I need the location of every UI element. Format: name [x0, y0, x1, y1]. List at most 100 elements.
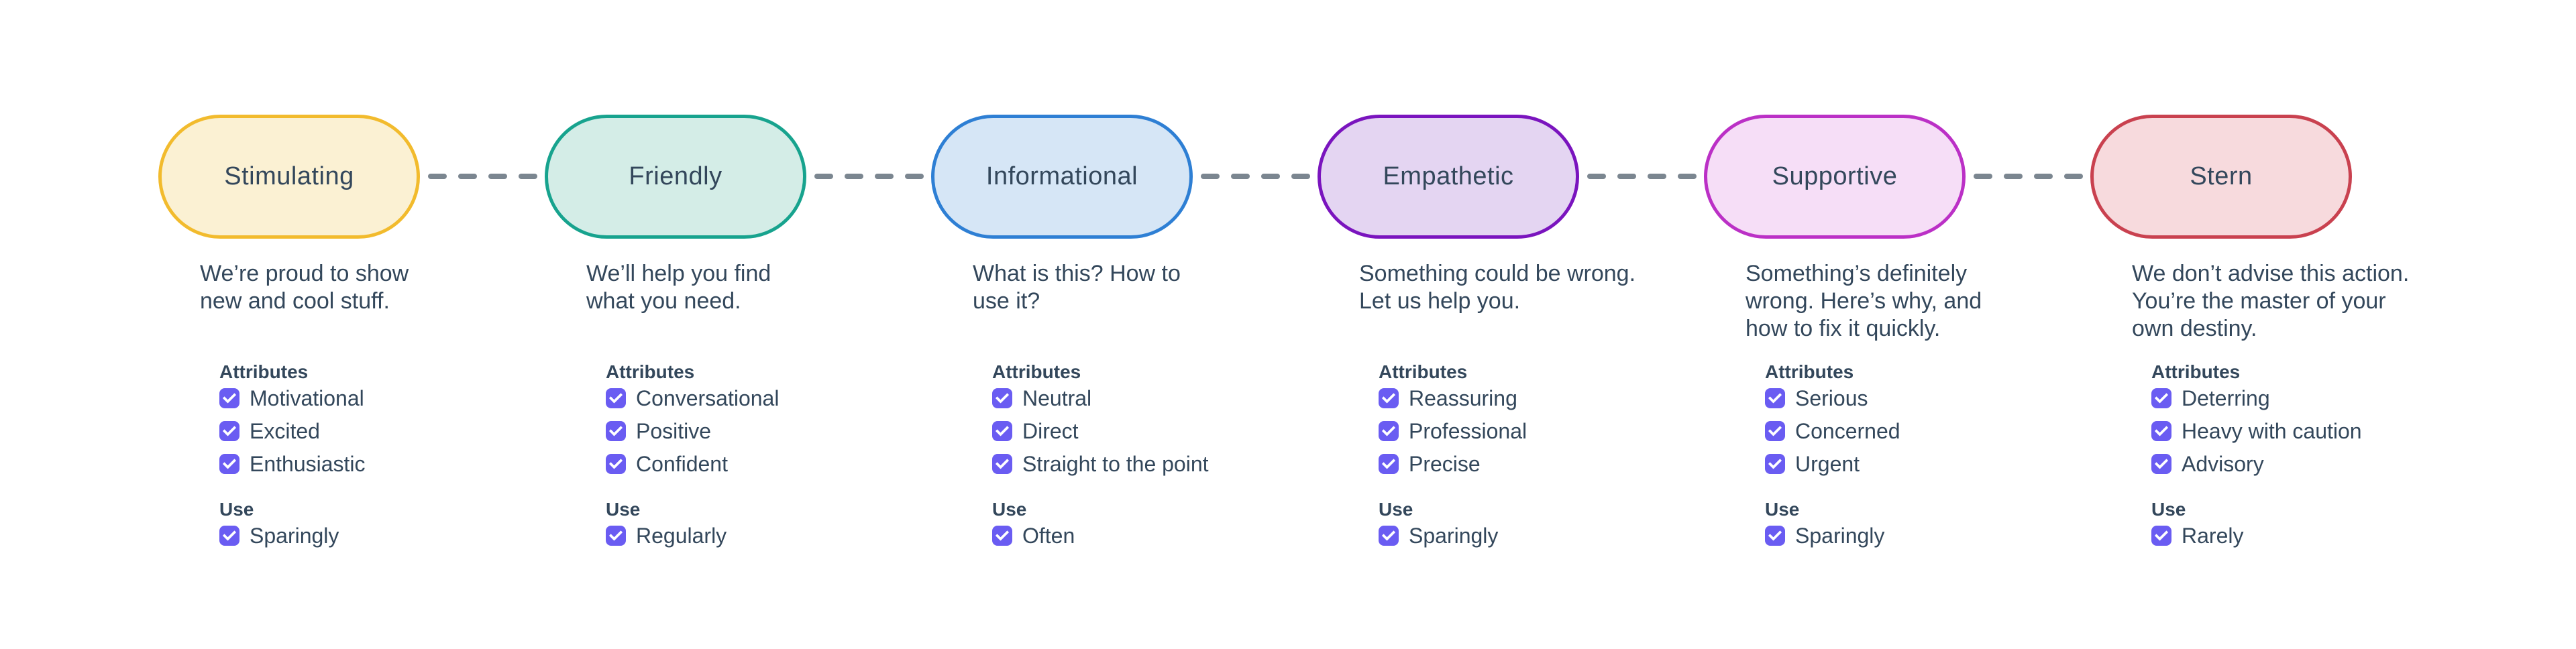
attribute-checkbox-row[interactable]: Reassuring: [1379, 386, 1527, 410]
connector-dash: [488, 174, 507, 179]
attributes-label: Attributes: [992, 361, 1081, 382]
attribute-checkbox-row[interactable]: Excited: [219, 418, 366, 443]
checkbox-checked-icon[interactable]: [219, 388, 239, 408]
attributes-label: Attributes: [606, 361, 695, 382]
attribute-label: Deterring: [2182, 386, 2270, 410]
connector-dash: [458, 174, 477, 179]
dashed-connector: [428, 174, 537, 179]
use-value-label: Rarely: [2182, 523, 2244, 548]
attribute-checkbox-row[interactable]: Confident: [606, 452, 779, 476]
checkbox-checked-icon[interactable]: [1379, 421, 1399, 441]
tone-description: Something could be wrong. Let us help yo…: [1359, 261, 1636, 314]
use-checkbox-row[interactable]: Sparingly: [1765, 523, 1885, 548]
attribute-checkbox-row[interactable]: Concerned: [1765, 419, 1900, 443]
tone-node-label: Stimulating: [224, 162, 354, 190]
tone-column-empathetic: Empathetic Something could be wrong. Let…: [1255, 0, 1642, 649]
checkbox-checked-icon[interactable]: [219, 454, 239, 474]
attribute-label: Enthusiastic: [250, 451, 366, 476]
checkbox-checked-icon[interactable]: [1379, 454, 1399, 474]
checkbox-checked-icon[interactable]: [2151, 388, 2171, 408]
attribute-checkbox-row[interactable]: Neutral: [992, 386, 1209, 410]
attribute-label: Urgent: [1795, 451, 1860, 476]
attribute-checkbox-row[interactable]: Heavy with caution: [2151, 418, 2362, 443]
use-section: Use Sparingly: [1379, 499, 1498, 558]
tone-description: We’ll help you find what you need.: [586, 261, 771, 314]
attribute-checkbox-row[interactable]: Precise: [1379, 451, 1527, 476]
tone-node-label: Stern: [2190, 162, 2253, 190]
use-value-label: Sparingly: [1409, 523, 1499, 548]
use-checkbox-row[interactable]: Regularly: [606, 523, 727, 548]
use-value-label: Regularly: [636, 523, 727, 548]
use-checkbox-row[interactable]: Often: [992, 524, 1075, 548]
tone-column-informational: Informational What is this? How to use i…: [869, 0, 1255, 649]
connector-dash: [519, 174, 537, 179]
attribute-checkbox-row[interactable]: Professional: [1379, 419, 1527, 443]
attribute-checkbox-row[interactable]: Serious: [1765, 386, 1900, 410]
checkbox-checked-icon[interactable]: [1765, 526, 1785, 546]
attribute-checkbox-row[interactable]: Direct: [992, 419, 1209, 443]
connector-dash: [2064, 174, 2083, 179]
checkbox-checked-icon[interactable]: [2151, 526, 2171, 546]
attributes-label: Attributes: [1765, 361, 1854, 382]
attribute-checkbox-row[interactable]: Deterring: [2151, 386, 2362, 410]
attribute-checkbox-row[interactable]: Enthusiastic: [219, 451, 366, 476]
attribute-checkbox-row[interactable]: Motivational: [219, 386, 366, 410]
tone-column-stern: Stern We don’t advise this action. You’r…: [2028, 0, 2414, 649]
attribute-label: Heavy with caution: [2182, 418, 2362, 443]
connector-dash: [814, 174, 833, 179]
attributes-section: Attributes Deterring Heavy with caution …: [2151, 362, 2362, 487]
attribute-checkbox-row[interactable]: Advisory: [2151, 451, 2362, 476]
connector-dash: [2004, 174, 2023, 179]
connector-dash: [1587, 174, 1606, 179]
dashed-connector: [814, 174, 924, 179]
connector-dash: [1974, 174, 1992, 179]
attribute-label: Advisory: [2182, 451, 2264, 476]
use-checkbox-row[interactable]: Sparingly: [1379, 523, 1499, 548]
attribute-checkbox-row[interactable]: Straight to the point: [992, 452, 1209, 476]
checkbox-checked-icon[interactable]: [2151, 421, 2171, 441]
connector-dash: [1201, 174, 1220, 179]
attributes-section: Attributes Serious Concerned Urgent: [1765, 362, 1900, 487]
checkbox-checked-icon[interactable]: [1765, 388, 1785, 408]
tone-node: Informational: [931, 115, 1193, 239]
use-value-label: Sparingly: [1795, 523, 1885, 548]
checkbox-checked-icon[interactable]: [219, 421, 239, 441]
attribute-label: Excited: [250, 418, 320, 443]
attribute-checkbox-row[interactable]: Positive: [606, 419, 779, 443]
use-checkbox-row[interactable]: Rarely: [2151, 523, 2244, 548]
tone-node: Supportive: [1704, 115, 1966, 239]
use-label: Use: [606, 499, 641, 520]
tone-node: Stimulating: [158, 115, 420, 239]
tone-node: Empathetic: [1318, 115, 1579, 239]
checkbox-checked-icon[interactable]: [992, 526, 1012, 546]
checkbox-checked-icon[interactable]: [992, 388, 1012, 408]
checkbox-checked-icon[interactable]: [1379, 526, 1399, 546]
attribute-checkbox-row[interactable]: Urgent: [1765, 451, 1900, 476]
use-section: Use Sparingly: [219, 499, 339, 558]
attribute-label: Precise: [1409, 451, 1481, 476]
attributes-label: Attributes: [1379, 361, 1468, 382]
checkbox-checked-icon[interactable]: [992, 454, 1012, 474]
checkbox-checked-icon[interactable]: [606, 454, 626, 474]
tone-column-supportive: Supportive Something’s definitely wrong.…: [1642, 0, 2028, 649]
use-label: Use: [1379, 499, 1413, 520]
use-checkbox-row[interactable]: Sparingly: [219, 524, 339, 548]
connector-dash: [1261, 174, 1280, 179]
checkbox-checked-icon[interactable]: [1765, 421, 1785, 441]
checkbox-checked-icon[interactable]: [1765, 454, 1785, 474]
tone-node-label: Supportive: [1772, 162, 1898, 190]
attributes-section: Attributes Reassuring Professional Preci…: [1379, 362, 1527, 487]
checkbox-checked-icon[interactable]: [606, 526, 626, 546]
checkbox-checked-icon[interactable]: [2151, 454, 2171, 474]
attribute-checkbox-row[interactable]: Conversational: [606, 386, 779, 410]
use-label: Use: [992, 499, 1027, 520]
checkbox-checked-icon[interactable]: [992, 421, 1012, 441]
attributes-section: Attributes Motivational Excited Enthusia…: [219, 362, 366, 487]
attribute-label: Neutral: [1022, 386, 1092, 410]
checkbox-checked-icon[interactable]: [606, 388, 626, 408]
checkbox-checked-icon[interactable]: [606, 421, 626, 441]
use-section: Use Regularly: [606, 499, 727, 558]
connector-dash: [845, 174, 863, 179]
checkbox-checked-icon[interactable]: [219, 526, 239, 546]
checkbox-checked-icon[interactable]: [1379, 388, 1399, 408]
